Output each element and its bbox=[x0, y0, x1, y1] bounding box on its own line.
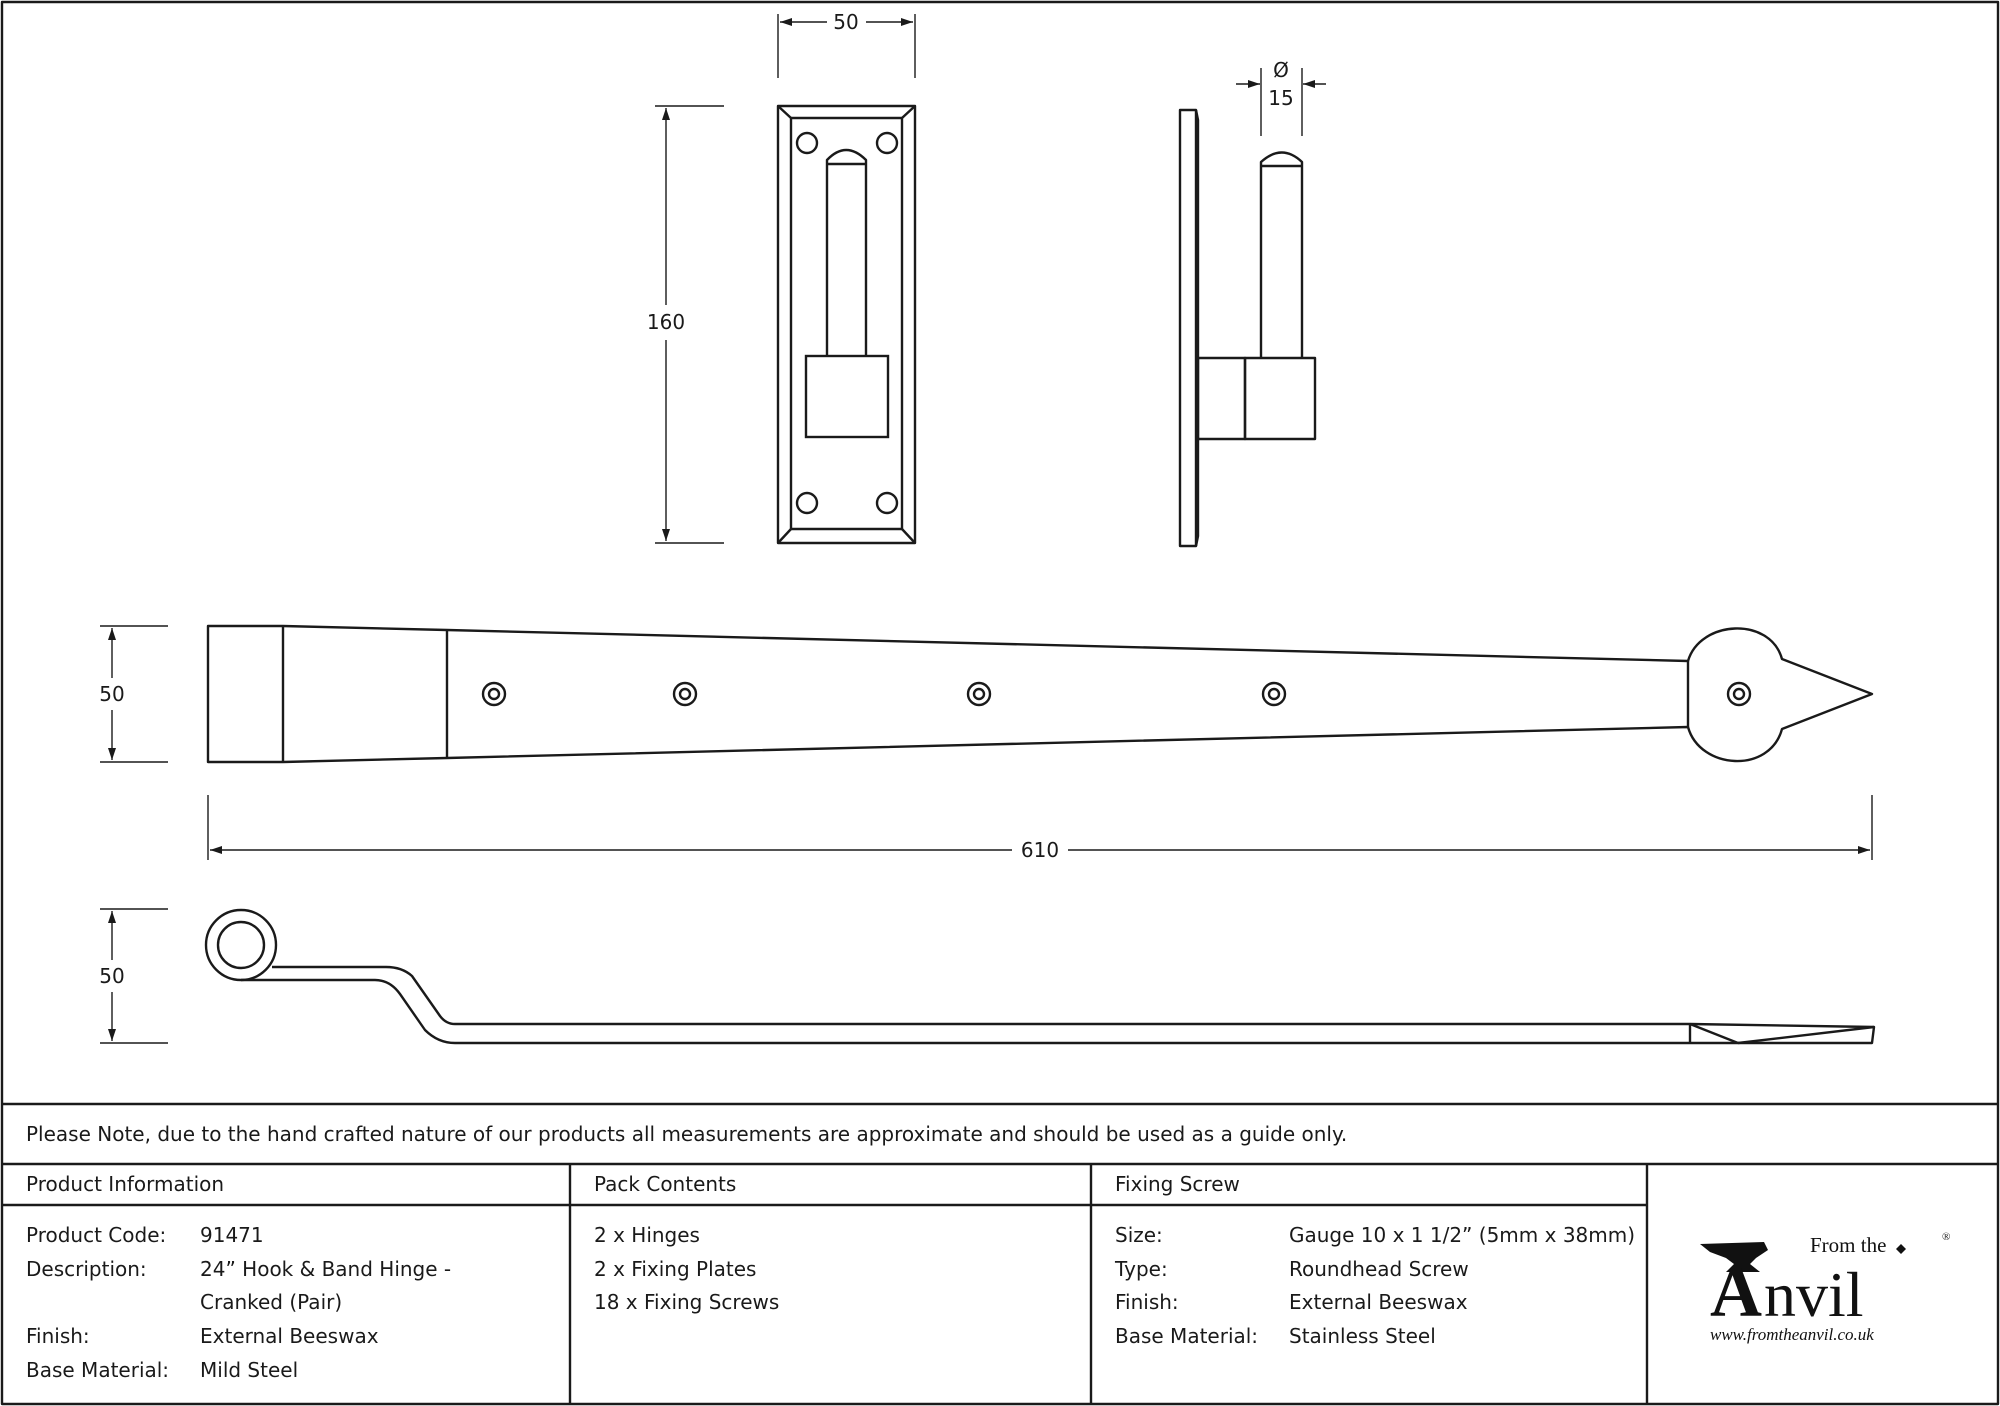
band-width-label: 50 bbox=[99, 682, 124, 706]
band-screw-hole bbox=[966, 681, 992, 707]
logo-from-the: From the bbox=[1810, 1233, 1886, 1257]
product-information-header: Product Information bbox=[26, 1172, 225, 1196]
screw-hole bbox=[795, 131, 819, 155]
band-screw-hole bbox=[1726, 681, 1752, 707]
diamond-icon bbox=[1896, 1244, 1906, 1254]
hinge-band-side-view bbox=[204, 908, 1876, 1045]
screw-type-label: Type: bbox=[1115, 1257, 1168, 1281]
fixing-screw-header: Fixing Screw bbox=[1115, 1172, 1240, 1196]
diameter-symbol: Ø bbox=[1273, 58, 1289, 82]
base-material-value: Mild Steel bbox=[200, 1358, 299, 1382]
logo-brand-rest: nvil bbox=[1764, 1259, 1864, 1330]
dimension-band-width: 50 bbox=[99, 625, 168, 763]
description-value: 24” Hook & Band Hinge - bbox=[200, 1257, 452, 1281]
pack-item: 2 x Fixing Plates bbox=[594, 1257, 757, 1281]
logo-brand-initial: A bbox=[1710, 1252, 1762, 1332]
plate-height-label: 160 bbox=[647, 310, 685, 334]
description-value-cont: Cranked (Pair) bbox=[200, 1290, 343, 1314]
band-length-label: 610 bbox=[1021, 838, 1059, 862]
band-screw-hole bbox=[672, 681, 698, 707]
pin-boss bbox=[804, 354, 890, 439]
from-the-anvil-logo: From the ® A nvil www.fromtheanvil.co.uk bbox=[1700, 1231, 1950, 1344]
disclaimer-note: Please Note, due to the hand crafted nat… bbox=[26, 1122, 1348, 1146]
pin-diameter-label: 15 bbox=[1268, 86, 1293, 110]
screw-hole bbox=[795, 491, 819, 515]
screw-material-label: Base Material: bbox=[1115, 1324, 1259, 1348]
dimension-pin-diameter: Ø 15 bbox=[1236, 58, 1326, 136]
band-screw-hole bbox=[481, 681, 507, 707]
dimension-band-length: 610 bbox=[207, 795, 1873, 862]
pack-item: 18 x Fixing Screws bbox=[594, 1290, 780, 1314]
screw-hole bbox=[875, 491, 899, 515]
screw-finish-value: External Beeswax bbox=[1289, 1290, 1468, 1314]
screw-size-value: Gauge 10 x 1 1/2” (5mm x 38mm) bbox=[1289, 1223, 1636, 1247]
pack-contents-header: Pack Contents bbox=[594, 1172, 737, 1196]
pack-item: 2 x Hinges bbox=[594, 1223, 700, 1247]
screw-finish-label: Finish: bbox=[1115, 1290, 1179, 1314]
dimension-plate-width: 50 bbox=[777, 10, 916, 78]
screw-type-value: Roundhead Screw bbox=[1289, 1257, 1469, 1281]
finish-value: External Beeswax bbox=[200, 1324, 379, 1348]
screw-size-label: Size: bbox=[1115, 1223, 1163, 1247]
band-screw-hole bbox=[1261, 681, 1287, 707]
dimension-crank-height: 50 bbox=[99, 908, 168, 1044]
finish-label: Finish: bbox=[26, 1324, 90, 1348]
plate-width-label: 50 bbox=[833, 10, 858, 34]
hinge-band-plan-view bbox=[206, 624, 1874, 764]
logo-url: www.fromtheanvil.co.uk bbox=[1710, 1325, 1874, 1344]
logo-registered: ® bbox=[1942, 1231, 1950, 1243]
screw-hole bbox=[875, 131, 899, 155]
dimension-plate-height: 160 bbox=[647, 105, 724, 544]
description-label: Description: bbox=[26, 1257, 147, 1281]
product-code-label: Product Code: bbox=[26, 1223, 167, 1247]
base-material-label: Base Material: bbox=[26, 1358, 170, 1382]
fixing-plate-front-view bbox=[776, 104, 917, 545]
anvil-icon bbox=[1700, 1242, 1768, 1272]
crank-height-label: 50 bbox=[99, 964, 124, 988]
product-code-value: 91471 bbox=[200, 1223, 264, 1247]
screw-material-value: Stainless Steel bbox=[1289, 1324, 1436, 1348]
hook-pin bbox=[825, 148, 868, 356]
fixing-plate-side-view bbox=[1178, 108, 1317, 548]
